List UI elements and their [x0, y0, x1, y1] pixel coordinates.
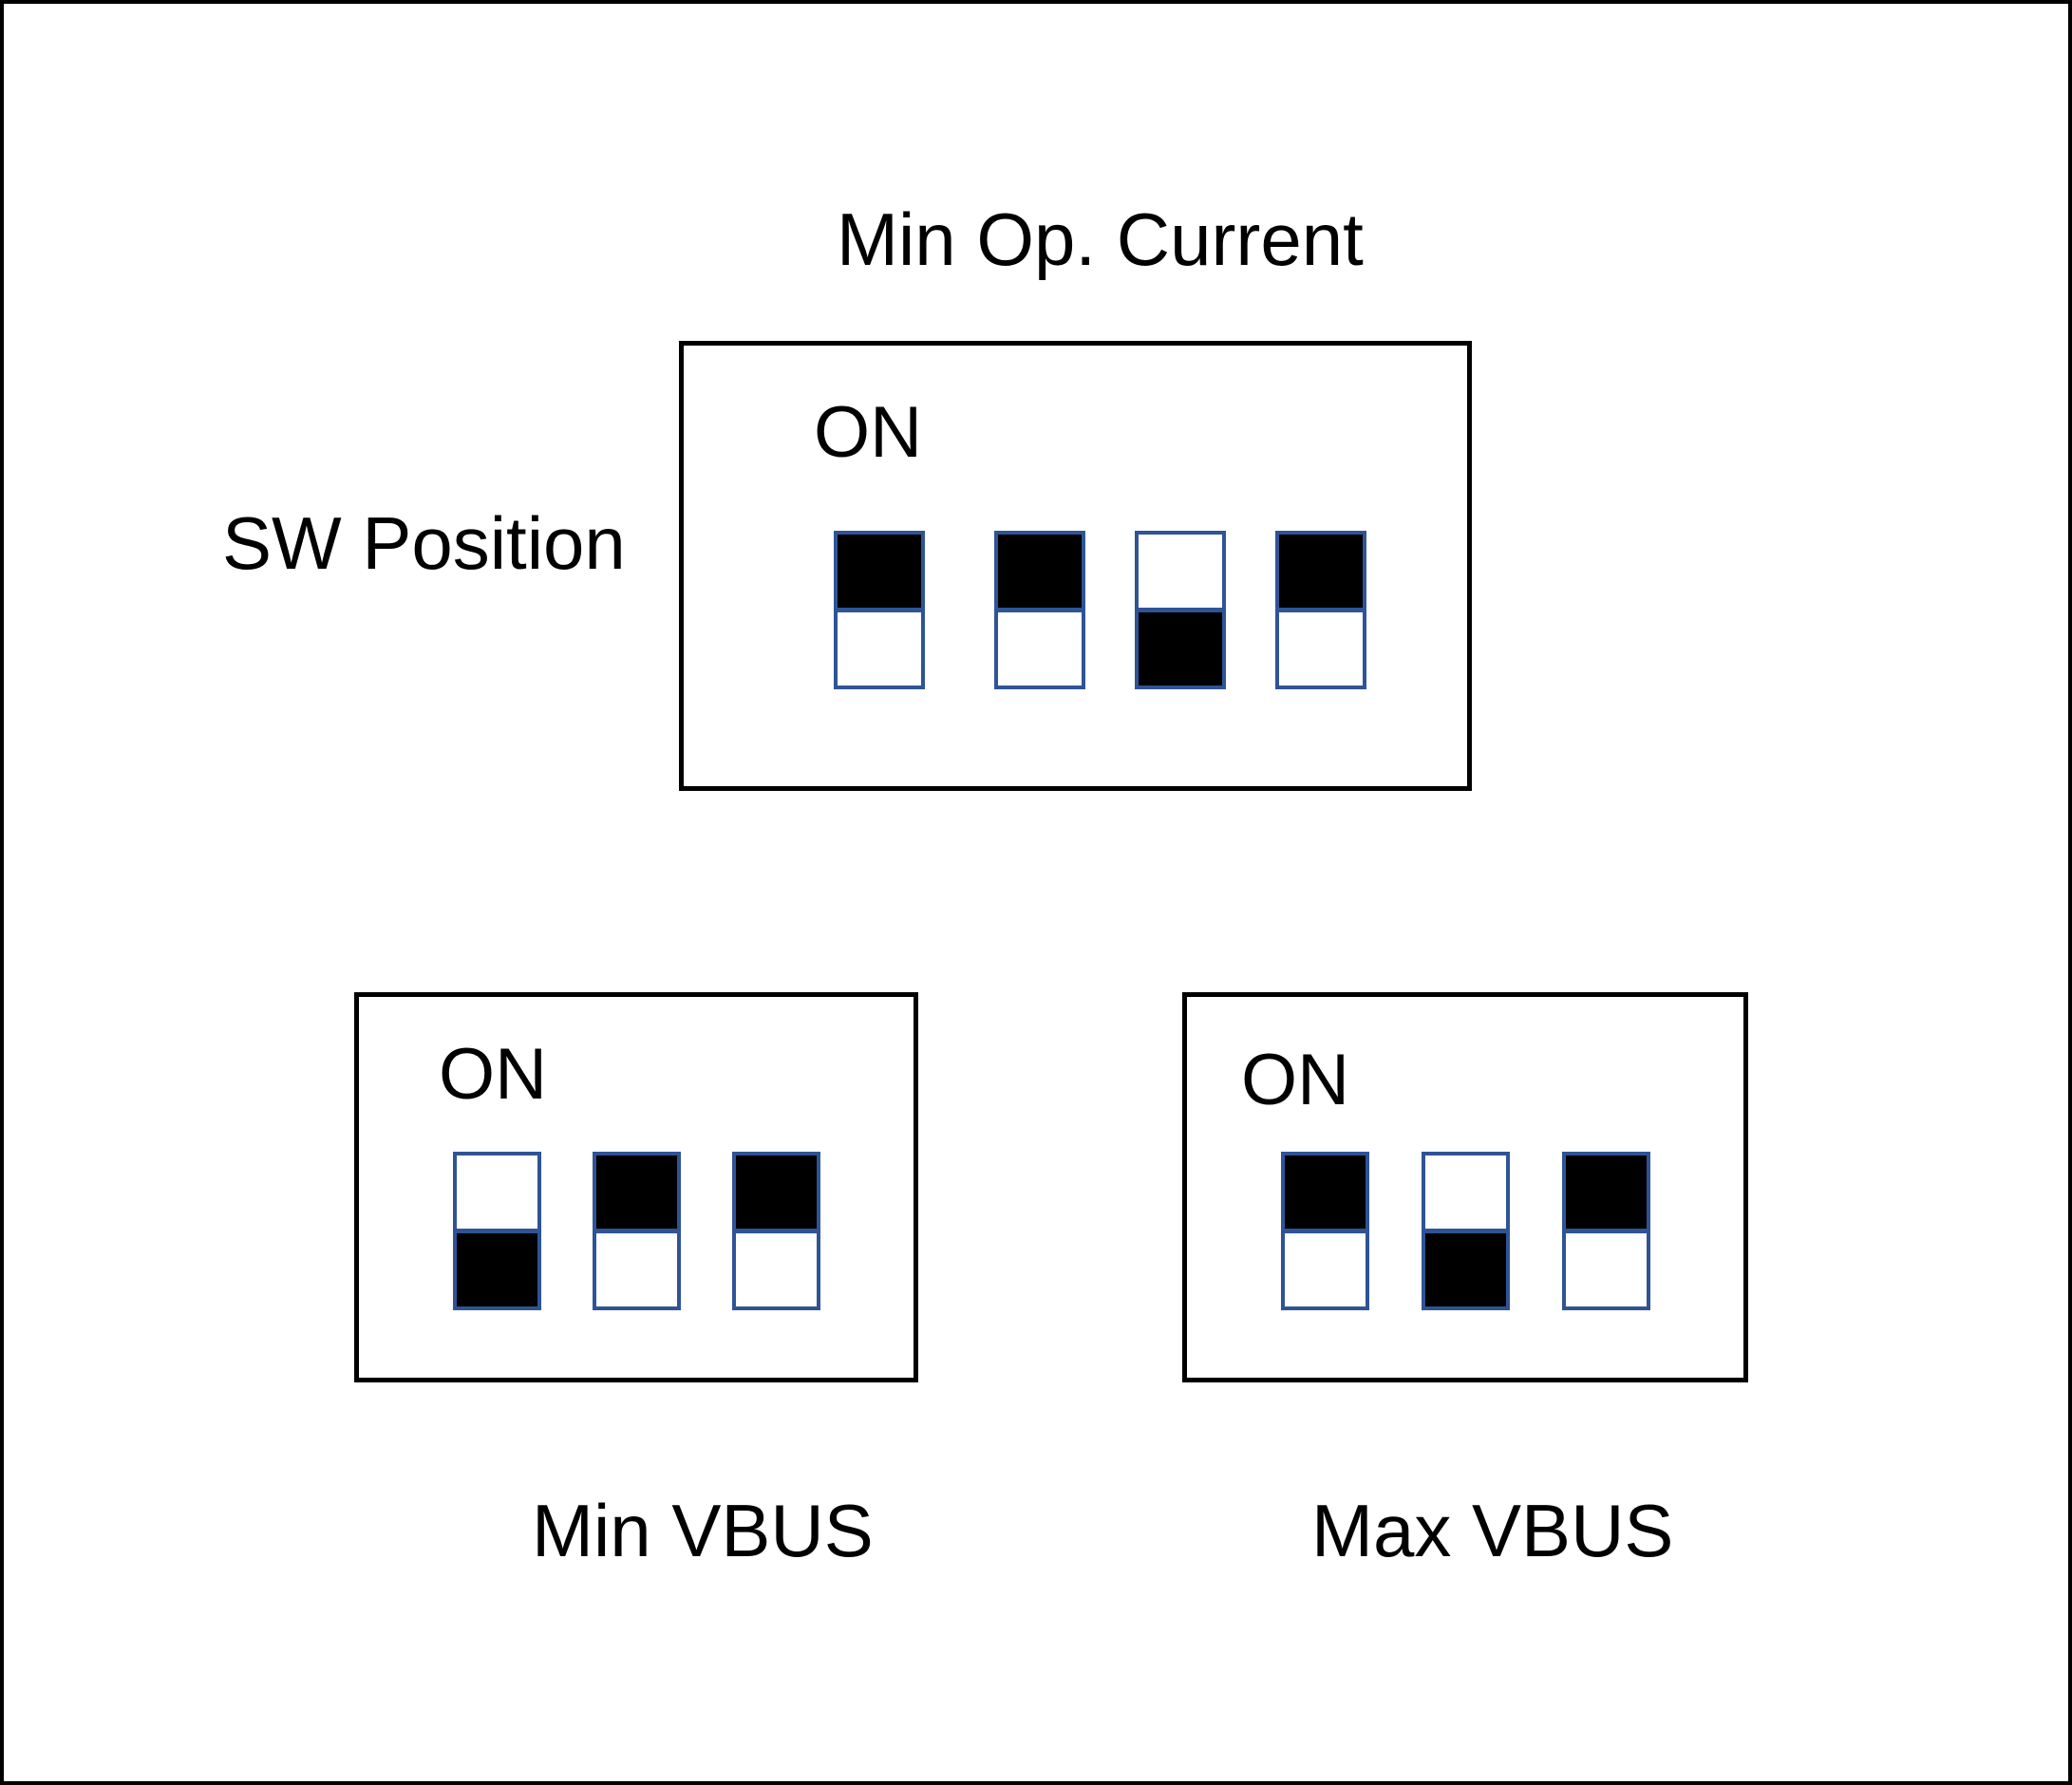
panel-min-op-current: ON [679, 341, 1472, 791]
dip-switch-row [453, 1152, 820, 1310]
on-label: ON [439, 1034, 547, 1115]
switch-top-half [1285, 1156, 1366, 1233]
dip-switch-row [1281, 1152, 1650, 1310]
switch-bottom-half [1279, 612, 1363, 686]
panel-max-vbus: ON [1182, 992, 1748, 1382]
min-vbus-caption: Min VBUS [532, 1489, 874, 1572]
switch-top-half [1566, 1156, 1647, 1233]
switch-top-half [1139, 535, 1222, 612]
switch-bottom-half [596, 1233, 677, 1306]
switch-bottom-half [1139, 612, 1222, 686]
switch-bottom-half [1285, 1233, 1366, 1306]
dip-switch-3-off [1135, 531, 1226, 689]
dip-switch-1-on [1281, 1152, 1369, 1310]
switch-top-half [1425, 1156, 1506, 1233]
on-label: ON [1241, 1040, 1349, 1120]
dip-switch-3-on [732, 1152, 820, 1310]
switch-top-half [838, 535, 921, 612]
switch-top-half [596, 1156, 677, 1233]
switch-top-half [457, 1156, 537, 1233]
dip-switch-2-on [994, 531, 1085, 689]
sw-position-label: SW Position [222, 501, 626, 585]
min-op-current-title: Min Op. Current [837, 197, 1364, 281]
dip-switch-2-off [1422, 1152, 1510, 1310]
max-vbus-caption: Max VBUS [1311, 1489, 1674, 1572]
dip-switch-2-on [593, 1152, 681, 1310]
dip-switch-row [834, 531, 1366, 689]
dip-switch-1-on [834, 531, 925, 689]
switch-bottom-half [838, 612, 921, 686]
panel-min-vbus: ON [354, 992, 918, 1382]
switch-bottom-half [998, 612, 1082, 686]
dip-switch-4-on [1275, 531, 1366, 689]
switch-bottom-half [457, 1233, 537, 1306]
switch-top-half [998, 535, 1082, 612]
switch-bottom-half [1425, 1233, 1506, 1306]
on-label: ON [814, 392, 922, 473]
switch-top-half [1279, 535, 1363, 612]
switch-bottom-half [1566, 1233, 1647, 1306]
dip-switch-3-on [1562, 1152, 1650, 1310]
switch-top-half [736, 1156, 817, 1233]
switch-bottom-half [736, 1233, 817, 1306]
dip-switch-1-off [453, 1152, 541, 1310]
